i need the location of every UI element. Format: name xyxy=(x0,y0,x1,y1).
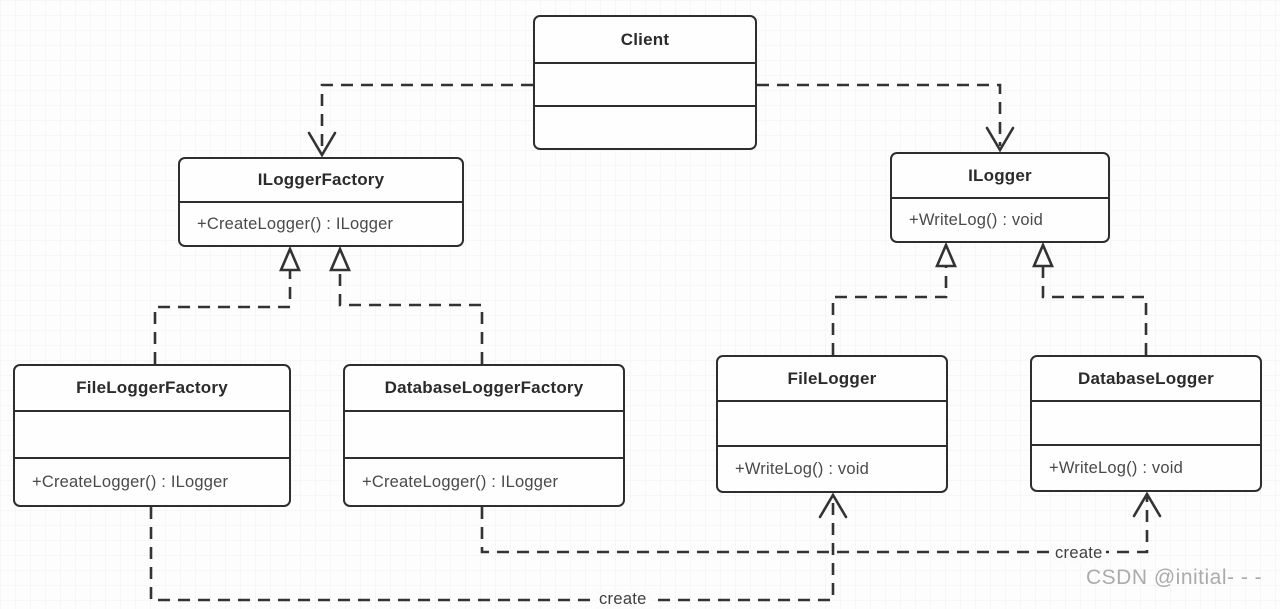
class-filelogger-attributes xyxy=(718,402,946,447)
class-ilogger: ILogger +WriteLog() : void xyxy=(890,152,1110,243)
edge-filelogger-to-ilogger xyxy=(831,266,948,355)
dependency-arrowhead-iloggerfactory xyxy=(307,131,337,158)
class-databaselogger-name: DatabaseLogger xyxy=(1032,357,1260,402)
class-databaseloggerfactory-attributes xyxy=(345,412,623,459)
dependency-arrowhead-filelogger xyxy=(818,492,848,519)
class-iloggerfactory: ILoggerFactory +CreateLogger() : ILogger xyxy=(178,157,464,247)
class-databaselogger-attributes xyxy=(1032,402,1260,446)
class-filelogger: FileLogger +WriteLog() : void xyxy=(716,355,948,493)
edge-client-to-ilogger xyxy=(757,83,1002,146)
realization-triangle-right xyxy=(329,245,351,272)
class-client-attributes xyxy=(535,64,755,107)
dependency-arrowhead-databaselogger xyxy=(1132,491,1162,518)
create-label-filelogger: create xyxy=(596,590,650,609)
class-fileloggerfactory-attributes xyxy=(15,412,289,459)
dependency-arrowhead-ilogger xyxy=(985,126,1015,153)
class-client-methods xyxy=(535,107,755,148)
create-label-databaselogger: create xyxy=(1052,544,1106,563)
realization-triangle-filelogger xyxy=(935,241,957,268)
class-filelogger-method: +WriteLog() : void xyxy=(735,459,869,478)
class-databaseloggerfactory-name: DatabaseLoggerFactory xyxy=(345,366,623,412)
realization-triangle-databaselogger xyxy=(1032,241,1054,268)
edge-fileloggerfactory-create-filelogger xyxy=(149,498,835,602)
edge-client-to-iloggerfactory xyxy=(320,83,533,151)
class-filelogger-name: FileLogger xyxy=(718,357,946,402)
class-databaseloggerfactory: DatabaseLoggerFactory +CreateLogger() : … xyxy=(343,364,625,507)
class-client-name: Client xyxy=(535,17,755,64)
class-databaseloggerfactory-method: +CreateLogger() : ILogger xyxy=(362,472,559,491)
edge-databaselogger-to-ilogger xyxy=(1041,266,1148,355)
class-ilogger-name: ILogger xyxy=(892,154,1108,199)
csdn-watermark: CSDN @initial- - - xyxy=(1086,566,1263,589)
edge-databaseloggerfactory-create-databaselogger xyxy=(480,497,1149,554)
edge-databaseloggerfactory-to-iloggerfactory xyxy=(338,270,484,364)
edge-fileloggerfactory-to-iloggerfactory xyxy=(153,270,292,364)
class-fileloggerfactory: FileLoggerFactory +CreateLogger() : ILog… xyxy=(13,364,291,507)
class-databaselogger-method: +WriteLog() : void xyxy=(1049,458,1183,477)
class-client: Client xyxy=(533,15,757,150)
class-ilogger-method: +WriteLog() : void xyxy=(909,210,1043,229)
realization-triangle-left xyxy=(279,245,301,272)
class-fileloggerfactory-name: FileLoggerFactory xyxy=(15,366,289,412)
class-iloggerfactory-method: +CreateLogger() : ILogger xyxy=(197,214,394,233)
class-iloggerfactory-name: ILoggerFactory xyxy=(180,159,462,203)
class-fileloggerfactory-method: +CreateLogger() : ILogger xyxy=(32,472,229,491)
class-databaselogger: DatabaseLogger +WriteLog() : void xyxy=(1030,355,1262,492)
